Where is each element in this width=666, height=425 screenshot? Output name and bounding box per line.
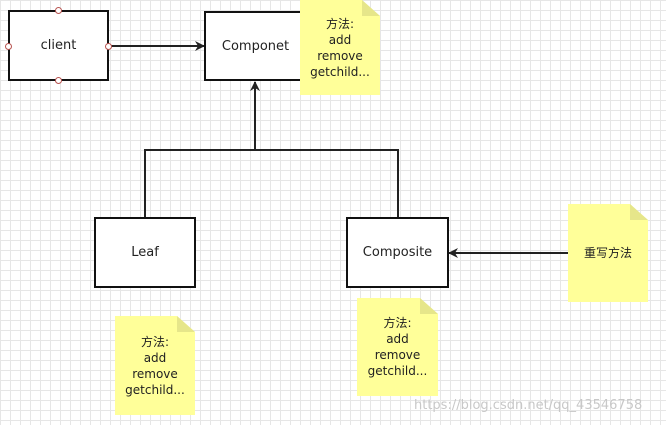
component-node[interactable]: Componet: [204, 11, 307, 81]
component-label: Componet: [221, 38, 290, 54]
client-connection-handle-top[interactable]: [55, 7, 62, 14]
composite-methods-note[interactable]: 方法: add remove getchild...: [357, 298, 438, 396]
leaf-node[interactable]: Leaf: [94, 217, 196, 288]
client-node[interactable]: client: [8, 10, 109, 81]
note-line: 方法:: [325, 16, 355, 31]
note-line: remove: [317, 48, 363, 63]
override-note[interactable]: 重写方法: [568, 204, 648, 302]
override-label: 重写方法: [583, 246, 632, 260]
note-shape: [300, 0, 380, 95]
client-connection-handle-left[interactable]: [5, 43, 12, 50]
composite-node[interactable]: Composite: [346, 217, 449, 288]
watermark: https://blog.csdn.net/qq_43546758: [414, 398, 643, 413]
client-connection-handle-right[interactable]: [105, 43, 112, 50]
note-shape: [357, 298, 438, 396]
note-line: getchild...: [310, 64, 370, 79]
note-shape: [115, 316, 195, 415]
client-label: client: [40, 38, 77, 53]
component-methods-note[interactable]: 方法: add remove getchild...: [300, 0, 380, 95]
note-line: 方法:: [140, 334, 170, 349]
composite-label: Composite: [362, 245, 433, 260]
note-shape: [568, 204, 648, 302]
note-line: remove: [132, 366, 178, 381]
client-connection-handle-bottom[interactable]: [55, 77, 62, 84]
note-line: add: [386, 332, 409, 346]
leaf-methods-note[interactable]: 方法: add remove getchild...: [115, 316, 195, 415]
note-line: getchild...: [367, 364, 428, 378]
note-line: add: [143, 350, 167, 365]
leaf-inheritance-edge: [144, 149, 255, 217]
composite-inheritance-edge: [255, 149, 399, 217]
note-line: getchild...: [125, 382, 185, 397]
note-line: 方法:: [383, 316, 412, 330]
leaf-label: Leaf: [131, 245, 159, 260]
note-line: add: [328, 32, 352, 47]
note-line: remove: [374, 348, 421, 362]
